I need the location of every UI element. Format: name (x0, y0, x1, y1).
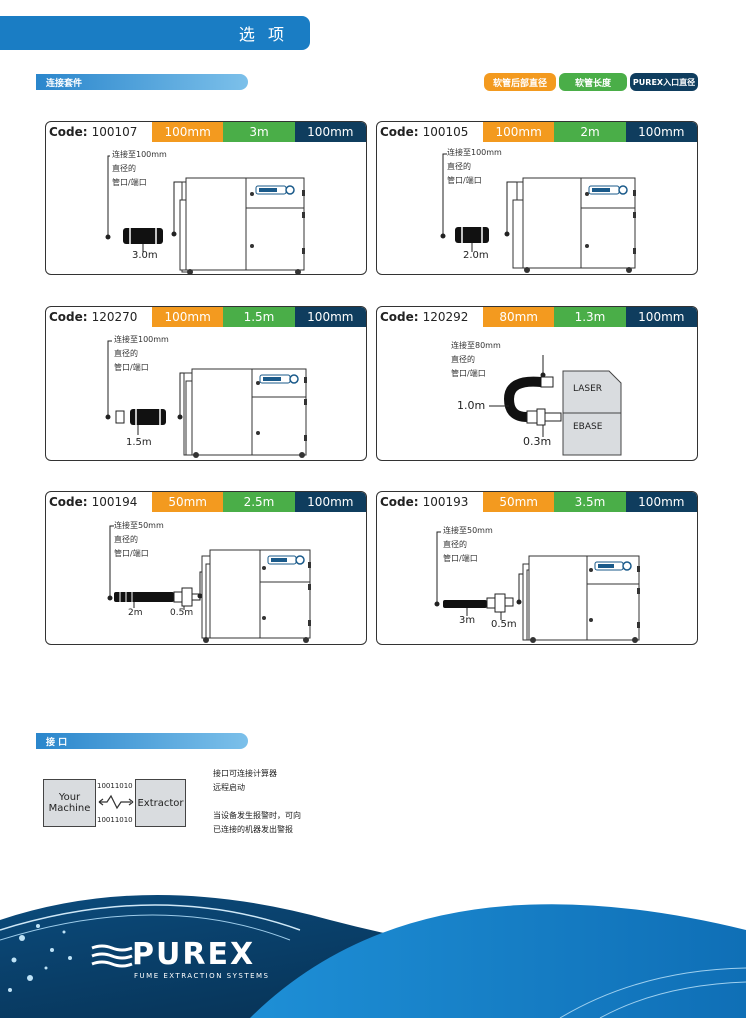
footer-wave (0, 895, 746, 1018)
spec-hose-length: 1.5m (223, 307, 295, 327)
signal-arrow-icon (98, 794, 134, 810)
card-header: Code:100194 50mm 2.5m 100mm (46, 492, 366, 512)
brand-tagline: FUME EXTRACTION SYSTEMS (134, 972, 270, 980)
spec-purex-inlet: 100mm (625, 492, 697, 512)
card-header: Code:100193 50mm 3.5m 100mm (377, 492, 697, 512)
extractor-box: Extractor (135, 779, 186, 827)
spec-purex-inlet: 100mm (294, 122, 366, 142)
product-code: Code:100105 (380, 125, 469, 139)
adapter-length-label: 0.3m (523, 435, 552, 448)
section-interface-bar: 接 口 (36, 733, 248, 749)
spec-hose-length: 3.5m (554, 492, 626, 512)
spec-purex-inlet: 100mm (294, 307, 366, 327)
extractor-diagram (434, 531, 640, 643)
adapter-length-label: 0.5m (170, 608, 194, 618)
spec-hose-end-diameter: 80mm (483, 307, 555, 327)
bits-top: 10011010 (97, 782, 133, 790)
hose-length-label: 3.0m (132, 250, 158, 261)
extractor-diagram (105, 340, 307, 458)
interface-info: 接口可连接计算器 远程启动 当设备发生报警时，可向 已连接的机器发出警报 (213, 769, 301, 834)
purex-logo-icon (91, 944, 133, 968)
spec-hose-length: 1.3m (554, 307, 626, 327)
hose-length-label: 2m (128, 608, 143, 618)
hose-length-label: 1.5m (126, 437, 152, 448)
spec-hose-end-diameter: 100mm (152, 122, 224, 142)
extractor-diagram (440, 153, 636, 273)
product-code: Code:100107 (49, 125, 138, 139)
card-header: Code:120292 80mm 1.3m 100mm (377, 307, 697, 327)
legend-hose-end-diameter: 软管后部直径 (484, 73, 556, 91)
spec-hose-length: 3m (223, 122, 295, 142)
spec-hose-end-diameter: 100mm (483, 122, 555, 142)
page-title-tab: 选 项 (0, 16, 310, 50)
card-header: Code:100105 100mm 2m 100mm (377, 122, 697, 142)
section-connections-label: 连接套件 (46, 78, 83, 89)
product-code: Code:120270 (49, 310, 138, 324)
section-interface-label: 接 口 (46, 737, 68, 748)
laser-ebase-diagram (489, 355, 622, 456)
product-code: Code:120292 (380, 310, 469, 324)
extractor-diagram (105, 155, 305, 274)
card-header: Code:120270 100mm 1.5m 100mm (46, 307, 366, 327)
extractor-diagram (107, 525, 311, 643)
spec-hose-end-diameter: 50mm (152, 492, 224, 512)
card-header: Code:100107 100mm 3m 100mm (46, 122, 366, 142)
section-connections-bar: 连接套件 (36, 74, 248, 90)
legend-purex-inlet-diameter: PUREX入口直径 (630, 73, 698, 91)
spec-purex-inlet: 100mm (294, 492, 366, 512)
ebase-label: EBASE (573, 422, 603, 432)
bits-bottom: 10011010 (97, 816, 133, 824)
your-machine-box: Your Machine (43, 779, 96, 827)
spec-purex-inlet: 100mm (625, 307, 697, 327)
spec-hose-end-diameter: 100mm (152, 307, 224, 327)
product-code: Code:100193 (380, 495, 469, 509)
legend-hose-length: 软管长度 (559, 73, 627, 91)
page-title: 选 项 (238, 25, 288, 44)
adapter-length-label: 0.5m (491, 619, 517, 630)
product-code: Code:100194 (49, 495, 138, 509)
hose-length-label: 1.0m (457, 399, 486, 412)
hose-length-label: 3m (459, 615, 476, 626)
brand-name: PUREX (132, 937, 256, 972)
spec-hose-length: 2.5m (223, 492, 295, 512)
spec-hose-end-diameter: 50mm (483, 492, 555, 512)
laser-label: LASER (573, 384, 603, 394)
spec-hose-length: 2m (554, 122, 626, 142)
spec-purex-inlet: 100mm (625, 122, 697, 142)
hose-length-label: 2.0m (463, 250, 489, 261)
